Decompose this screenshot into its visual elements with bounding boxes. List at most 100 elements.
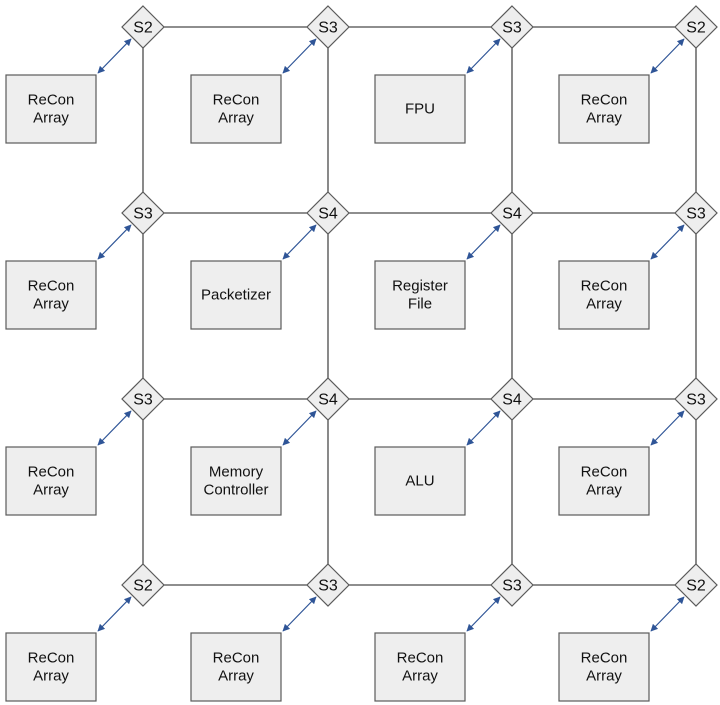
block-box [558,446,650,516]
switch-diamond [121,191,165,235]
block-label-line: File [408,296,432,313]
bidirectional-link-arrow [282,38,317,74]
switch-label: S3 [686,392,706,409]
mesh-wires [142,26,697,586]
block-box [5,446,97,516]
block-r2-c2[interactable]: Packetizer [190,260,282,330]
block-label-line: ReCon [28,92,75,109]
switch-label: S2 [686,20,706,37]
switch-label: S3 [318,20,338,37]
block-r1-c3[interactable]: FPU [374,74,466,144]
switch-label: S3 [502,20,522,37]
switch-diamond [121,5,165,49]
block-label-line: ReCon [213,650,260,667]
switch-node-r1-c2[interactable]: S3 [306,5,350,49]
switch-node-r4-c4[interactable]: S2 [674,563,718,607]
block-box [5,260,97,330]
bidirectional-link-arrow [466,38,501,74]
block-label-line: Array [218,668,254,685]
switch-label: S3 [502,578,522,595]
block-label-line: ReCon [581,278,628,295]
block-label-line: Array [33,110,69,127]
switch-label: S3 [318,578,338,595]
block-box [190,74,282,144]
block-links [97,38,685,632]
bidirectional-link-arrow [466,410,501,446]
switch-diamond [306,377,350,421]
block-label-line: FPU [405,101,435,118]
bidirectional-link-arrow [97,596,132,632]
switch-diamond [306,5,350,49]
block-label-line: ReCon [213,92,260,109]
switch-diamond [121,377,165,421]
switch-node-r2-c3[interactable]: S4 [490,191,534,235]
bidirectional-link-arrow [466,596,501,632]
switch-diamond [674,191,718,235]
block-label-line: Array [33,296,69,313]
processing-blocks: ReConArrayReConArrayFPUReConArrayReConAr… [5,74,650,702]
block-box [558,632,650,702]
switch-label: S4 [318,392,338,409]
switch-diamond [674,5,718,49]
block-label-line: ReCon [28,650,75,667]
block-label-line: Packetizer [201,287,271,304]
block-r3-c3[interactable]: ALU [374,446,466,516]
switch-diamond [490,5,534,49]
block-box [190,446,282,516]
switch-label: S3 [133,206,153,223]
block-box [374,632,466,702]
block-label-line: Array [586,296,622,313]
switch-node-r1-c1[interactable]: S2 [121,5,165,49]
block-label-line: Array [218,110,254,127]
switch-node-r4-c1[interactable]: S2 [121,563,165,607]
switch-node-r3-c2[interactable]: S4 [306,377,350,421]
bidirectional-link-arrow [97,224,132,260]
switch-node-r3-c3[interactable]: S4 [490,377,534,421]
block-label-line: Array [33,482,69,499]
switch-node-r2-c1[interactable]: S3 [121,191,165,235]
block-label-line: Array [402,668,438,685]
block-label-line: ALU [405,473,434,490]
switch-diamond [490,377,534,421]
switch-label: S4 [502,392,522,409]
switch-label: S4 [502,206,522,223]
switch-node-r2-c2[interactable]: S4 [306,191,350,235]
switch-node-r4-c2[interactable]: S3 [306,563,350,607]
switch-label: S2 [133,20,153,37]
bidirectional-link-arrow [650,38,685,74]
switch-label: S3 [133,392,153,409]
bidirectional-link-arrow [650,410,685,446]
switch-node-r4-c3[interactable]: S3 [490,563,534,607]
switch-node-r2-c4[interactable]: S3 [674,191,718,235]
switch-node-r3-c1[interactable]: S3 [121,377,165,421]
bidirectional-link-arrow [282,410,317,446]
switch-node-r3-c4[interactable]: S3 [674,377,718,421]
block-label-line: ReCon [28,278,75,295]
bidirectional-link-arrow [282,224,317,260]
block-label-line: Controller [203,482,268,499]
bidirectional-link-arrow [97,410,132,446]
block-box [5,632,97,702]
block-label-line: Array [586,482,622,499]
switch-diamond [674,377,718,421]
block-box [558,260,650,330]
block-label-line: ReCon [581,92,628,109]
block-box [190,260,282,330]
bidirectional-link-arrow [650,596,685,632]
switch-node-r1-c3[interactable]: S3 [490,5,534,49]
switch-node-r1-c4[interactable]: S2 [674,5,718,49]
block-box [190,632,282,702]
